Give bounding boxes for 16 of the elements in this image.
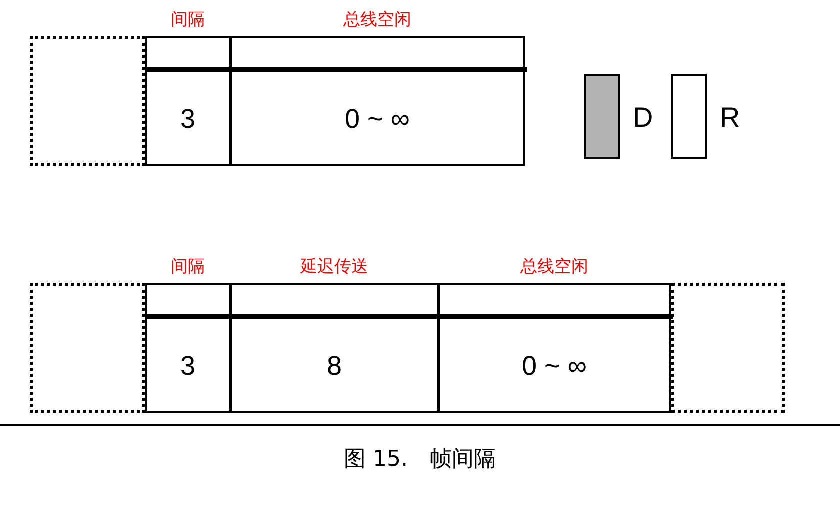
field-value: 3: [179, 104, 197, 135]
legend-label: R: [720, 102, 740, 134]
field-value: 0 ~ ∞: [520, 351, 588, 382]
field-value: 8: [326, 351, 344, 382]
field-value: 3: [179, 351, 197, 382]
column-heading: 间隔: [170, 9, 206, 31]
column-heading: 总线空闲: [520, 256, 590, 278]
figure-caption: 图 15. 帧间隔: [344, 447, 496, 472]
column-heading: 延迟传送: [300, 256, 370, 278]
column-heading: 间隔: [170, 256, 206, 278]
dotted-box: [671, 283, 785, 413]
dotted-box: [30, 283, 145, 413]
legend-label: D: [633, 102, 654, 134]
field-value: 0 ~ ∞: [344, 104, 412, 135]
column-heading: 总线空闲: [342, 9, 412, 31]
dotted-box: [30, 36, 145, 166]
